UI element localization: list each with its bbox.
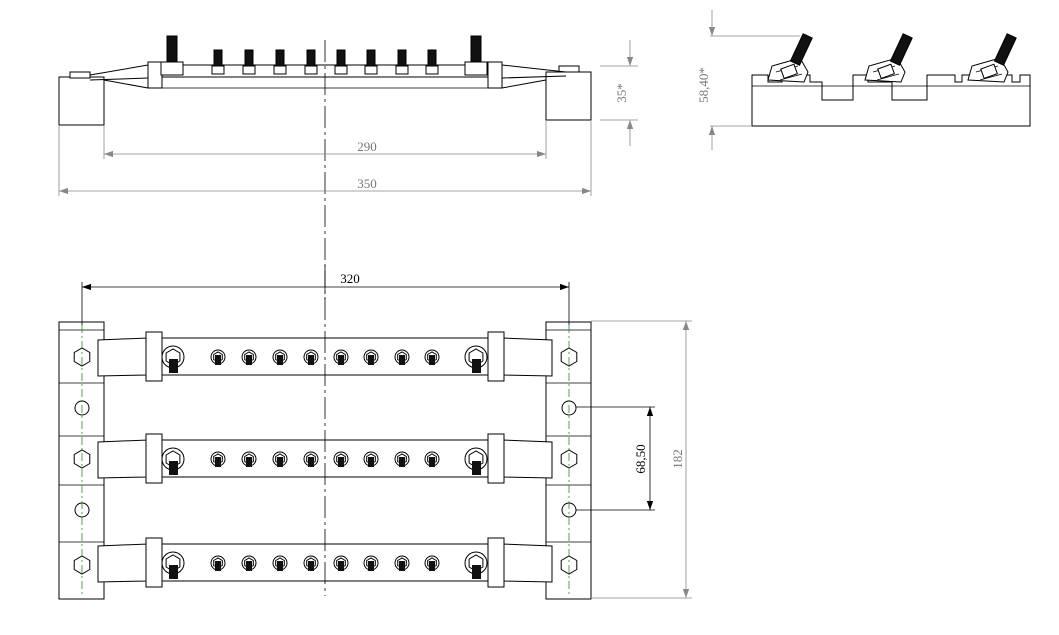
- top-large-stud: [472, 461, 481, 475]
- top-small-stud: [246, 561, 252, 571]
- front-small-nut: [334, 65, 348, 75]
- front-small-stud: [366, 49, 376, 67]
- front-small-stud: [397, 49, 407, 67]
- top-small-stud: [338, 457, 344, 467]
- front-large-nut: [160, 61, 184, 76]
- top-small-stud: [368, 457, 374, 467]
- top-small-stud: [308, 457, 314, 467]
- top-large-stud: [169, 565, 178, 579]
- top-small-stud: [277, 561, 283, 571]
- dim-top-height: 182: [670, 449, 685, 469]
- top-small-stud: [368, 355, 374, 365]
- top-small-stud: [429, 457, 435, 467]
- front-small-stud: [336, 49, 346, 67]
- front-small-nut: [425, 65, 439, 75]
- front-view: 35* 290 350: [58, 35, 638, 300]
- top-small-stud: [399, 457, 405, 467]
- front-large-stud: [166, 35, 178, 63]
- side-switch: [864, 33, 913, 83]
- top-small-stud: [399, 355, 405, 365]
- front-small-nut: [242, 65, 256, 75]
- top-left-block: [58, 321, 105, 600]
- top-small-stud: [277, 457, 283, 467]
- top-small-stud: [338, 355, 344, 365]
- dim-top-span: 320: [340, 271, 360, 286]
- front-large-nut: [464, 61, 488, 76]
- dim-front-total-width: 350: [357, 176, 377, 191]
- side-lever: [789, 33, 813, 66]
- top-small-stud: [308, 355, 314, 365]
- top-small-stud: [246, 355, 252, 365]
- side-base-outline: [751, 74, 1031, 127]
- top-small-stud: [215, 561, 221, 571]
- top-small-stud: [429, 355, 435, 365]
- side-lever: [993, 33, 1017, 66]
- top-small-stud: [215, 355, 221, 365]
- front-left-block: [58, 76, 105, 126]
- side-view: 58,40*: [696, 10, 1031, 150]
- top-large-stud: [472, 565, 481, 579]
- top-small-stud: [308, 561, 314, 571]
- front-right-block: [545, 71, 592, 121]
- top-small-stud: [429, 561, 435, 571]
- top-view: 320 68,50 182: [58, 265, 692, 600]
- top-small-stud: [246, 457, 252, 467]
- front-small-nut: [364, 65, 378, 75]
- front-small-nut: [211, 65, 225, 75]
- top-large-stud: [169, 359, 178, 373]
- dim-front-inner-width: 290: [357, 139, 377, 154]
- front-small-nut: [273, 65, 287, 75]
- top-small-stud: [338, 561, 344, 571]
- top-small-stud: [368, 561, 374, 571]
- side-switch: [767, 33, 813, 83]
- front-small-nut: [395, 65, 409, 75]
- top-small-stud: [399, 561, 405, 571]
- dim-row-pitch: 68,50: [633, 444, 648, 473]
- side-switch: [967, 33, 1017, 83]
- front-small-stud: [244, 49, 254, 67]
- side-lever: [889, 33, 913, 66]
- front-small-stud: [306, 49, 316, 67]
- top-small-stud: [215, 457, 221, 467]
- dim-side-height: 58,40*: [696, 67, 711, 103]
- front-small-nut: [304, 65, 318, 75]
- front-small-stud: [213, 49, 223, 67]
- dim-front-height: 35*: [614, 83, 629, 103]
- front-small-stud: [275, 49, 285, 67]
- front-small-stud: [427, 49, 437, 67]
- top-large-stud: [472, 359, 481, 373]
- front-large-stud: [470, 35, 482, 63]
- top-busbar-row: [97, 331, 553, 382]
- top-large-stud: [169, 461, 178, 475]
- top-small-stud: [277, 355, 283, 365]
